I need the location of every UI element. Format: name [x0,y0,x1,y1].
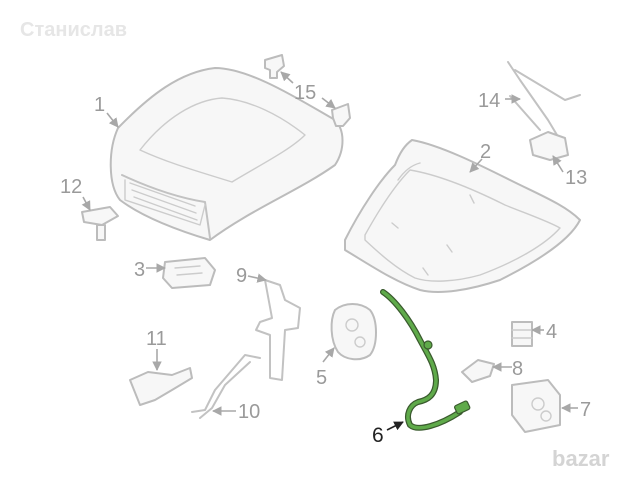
release-cable-part [380,289,471,431]
seal-part [162,257,216,289]
callout-12: 12 [60,176,82,198]
callout-labels: 1 2 3 4 5 6 7 8 9 10 11 12 13 14 15 [60,82,591,447]
callout-11: 11 [146,328,167,350]
bushing-part [511,321,533,347]
insulation-pad-part [344,139,581,293]
watermark-username: Станислав [20,19,127,41]
bazar-logo-text: bazar [552,446,610,471]
latch-bracket-part [255,279,301,381]
callout-2: 2 [480,141,491,163]
bazar-logo: bazar [552,446,610,471]
clip-part [461,359,495,383]
callout-3: 3 [134,259,145,281]
bracket-part-15 [264,54,351,127]
release-cable-highlight [381,290,462,430]
release-lever-part [129,367,193,406]
callout-7: 7 [580,399,591,421]
callout-13: 13 [565,167,587,189]
callout-5: 5 [316,367,327,389]
hood-hinge-part [507,61,581,161]
bump-stop-part [81,206,119,241]
callout-9: 9 [236,265,247,287]
callout-15: 15 [294,82,316,104]
callout-1: 1 [94,94,105,116]
callout-10: 10 [238,401,260,423]
release-handle-part [191,354,261,419]
hood-part [109,67,344,241]
callout-4: 4 [546,321,557,343]
hood-lock-part [330,303,377,361]
callout-6: 6 [372,424,384,447]
buffer-block-part [511,379,561,433]
callout-8: 8 [512,358,523,380]
callout-14: 14 [478,90,500,112]
callout-leaders [81,71,578,431]
